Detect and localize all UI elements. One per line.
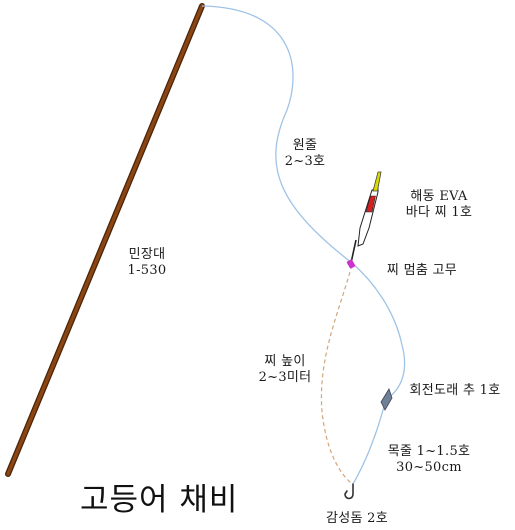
float-label: 해동 EVA 바다 찌 1호 — [386, 189, 492, 221]
rod-core — [6, 4, 204, 476]
hook-label: 감성돔 2호 — [325, 511, 389, 526]
main-line — [201, 5, 406, 400]
float-depth-guide — [320, 271, 352, 484]
page-title: 고등어 채비 — [80, 482, 239, 518]
float-name: 해동 EVA — [410, 189, 468, 204]
float-stem — [350, 239, 357, 264]
float-stop-marker — [346, 259, 356, 269]
float-depth-spec: 2~3미터 — [258, 370, 312, 385]
leader-line — [352, 398, 387, 485]
main-line-spec: 2~3호 — [284, 154, 326, 169]
float-spec: 바다 찌 1호 — [405, 205, 473, 220]
float-tip — [372, 171, 382, 192]
swivel-sinker-label: 회전도래 추 1호 — [409, 383, 501, 398]
rod-spec: 1-530 — [127, 263, 167, 278]
float-depth-label: 찌 높이 2~3미터 — [245, 354, 325, 386]
float — [350, 171, 382, 264]
float-depth-name: 찌 높이 — [264, 354, 306, 369]
main-line-name: 원줄 — [292, 138, 318, 153]
leader-length: 30~50cm — [396, 460, 462, 475]
leader-name: 목줄 1~1.5호 — [387, 444, 471, 459]
sinker — [380, 388, 393, 411]
hook — [344, 483, 354, 500]
float-red-band — [365, 195, 376, 213]
rod-label: 민장대 1-530 — [114, 247, 180, 279]
rod-name: 민장대 — [128, 247, 166, 262]
float-stop-label: 찌 멈춤 고무 — [386, 263, 458, 278]
main-line-label: 원줄 2~3호 — [276, 138, 334, 170]
leader-label: 목줄 1~1.5호 30~50cm — [370, 444, 488, 476]
